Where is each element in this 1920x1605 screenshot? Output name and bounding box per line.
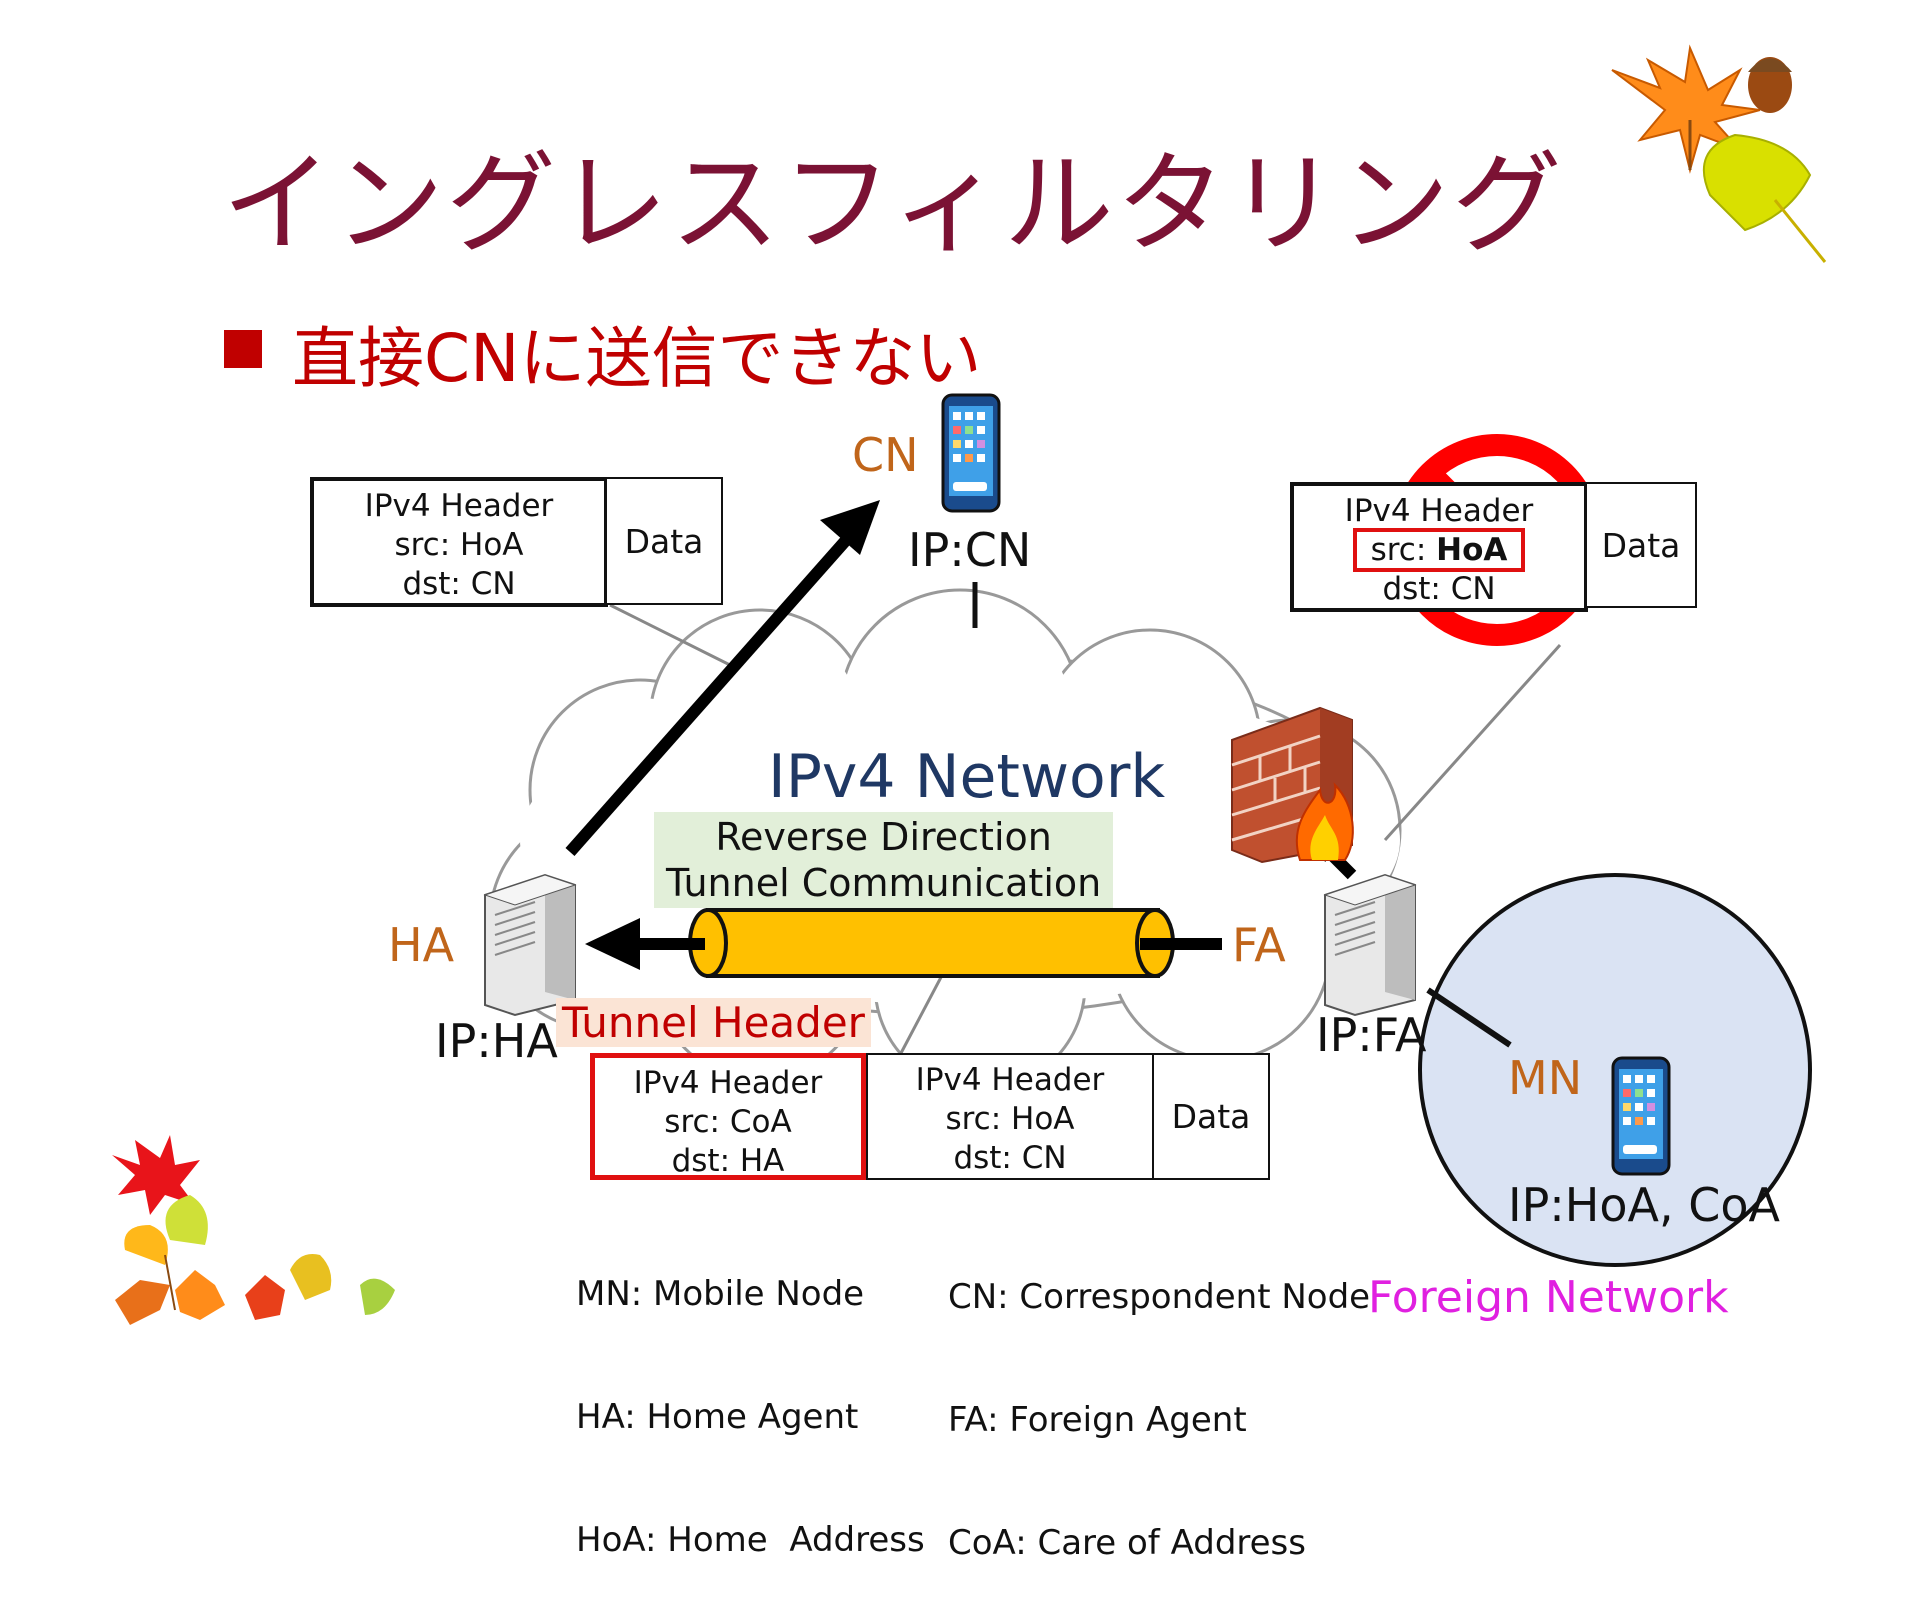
legend-item: CoA: Care of Address xyxy=(948,1523,1306,1563)
left-packet-data: Data xyxy=(605,477,723,605)
cn-label: CN xyxy=(852,428,919,482)
legend-item: HoA: Home Address xyxy=(576,1520,925,1560)
fa-label: FA xyxy=(1232,918,1286,972)
right-packet-data: Data xyxy=(1585,482,1697,608)
bullet-marker xyxy=(224,330,262,368)
fa-ip: IP:FA xyxy=(1316,1008,1427,1062)
outer-tunnel-header: IPv4 Header src: CoA dst: HA xyxy=(590,1053,866,1180)
cn-ip: IP:CN xyxy=(908,523,1032,577)
bottom-packet-data: Data xyxy=(1152,1053,1270,1180)
arrow-to-cn xyxy=(565,500,880,856)
legend-item: HA: Home Agent xyxy=(576,1397,859,1437)
ha-label: HA xyxy=(388,918,455,972)
src-prefix: src: xyxy=(1370,532,1437,568)
ha-ip: IP:HA xyxy=(435,1014,558,1068)
autumn-leaves-icon xyxy=(1611,44,1827,263)
reverse-line-2: Tunnel Communication xyxy=(666,861,1102,905)
header-line: IPv4 Header xyxy=(915,1062,1105,1098)
header-line: src: HoA xyxy=(394,527,524,563)
tunnel-pipe xyxy=(688,908,1175,978)
bullet-text: 直接CNに送信できない xyxy=(292,320,982,397)
header-line: src: CoA xyxy=(664,1104,792,1140)
server-icon xyxy=(483,873,577,1017)
page-title: イングレスフィルタリング xyxy=(222,140,1564,268)
smartphone-icon xyxy=(1611,1056,1671,1176)
reverse-line-1: Reverse Direction xyxy=(715,815,1052,859)
legend-item: FA: Foreign Agent xyxy=(948,1400,1247,1440)
header-line: dst: CN xyxy=(1382,571,1496,607)
left-packet-header: IPv4 Header src: HoA dst: CN xyxy=(310,477,608,607)
legend-right: CN: Correspondent Node FA: Foreign Agent… xyxy=(948,1195,1370,1605)
mn-ip: IP:HoA, CoA xyxy=(1508,1178,1780,1232)
firewall-icon xyxy=(1231,706,1354,864)
mn-label: MN xyxy=(1508,1051,1583,1105)
header-line: src: HoA xyxy=(945,1101,1075,1137)
spoofed-src-line: src: HoA xyxy=(1294,528,1584,572)
tunnel-header-label: Tunnel Header xyxy=(556,998,871,1047)
inner-header: IPv4 Header src: HoA dst: CN xyxy=(866,1053,1154,1180)
smartphone-icon xyxy=(941,393,1001,513)
server-icon xyxy=(1323,873,1417,1017)
header-line: dst: CN xyxy=(402,566,516,602)
legend-left: MN: Mobile Node HA: Home Agent HoA: Home… xyxy=(576,1192,925,1602)
foreign-network-label: Foreign Network xyxy=(1368,1272,1729,1323)
header-line: IPv4 Header xyxy=(364,488,554,524)
header-line: dst: HA xyxy=(671,1143,785,1179)
arrow-to-ha xyxy=(585,918,705,970)
autumn-leaves-icon xyxy=(112,1135,395,1325)
header-line: IPv4 Header xyxy=(633,1065,823,1101)
legend-item: CN: Correspondent Node xyxy=(948,1277,1371,1317)
reverse-tunnel-label: Reverse Direction Tunnel Communication xyxy=(654,812,1114,908)
diagram-graphics xyxy=(112,44,1827,1325)
header-line: IPv4 Header xyxy=(1344,493,1534,529)
spoofed-hoa: HoA xyxy=(1436,532,1508,568)
legend-item: MN: Mobile Node xyxy=(576,1274,865,1314)
right-packet-header: IPv4 Header src: HoA dst: CN xyxy=(1290,482,1588,612)
header-line: dst: CN xyxy=(953,1140,1067,1176)
network-label: IPv4 Network xyxy=(768,742,1166,812)
